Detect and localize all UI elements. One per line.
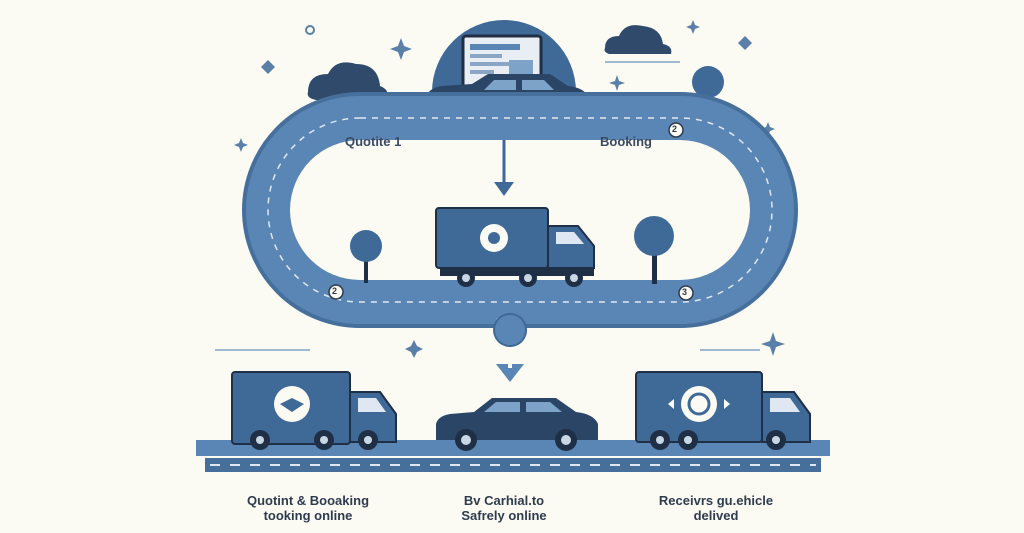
loop-label-booking: Booking	[600, 134, 652, 149]
step-caption-1: Quotint & Booaking tooking online	[208, 493, 408, 523]
truck-icon	[635, 371, 811, 450]
loop-road	[242, 92, 798, 328]
badge-number: 2	[332, 286, 338, 296]
circle-icon	[305, 25, 315, 35]
badge-number: 3	[682, 287, 688, 297]
step-caption-line2: delived	[693, 508, 739, 523]
location-pin-icon	[493, 313, 528, 382]
step-caption-line2: tooking online	[263, 508, 353, 523]
car-icon	[436, 398, 598, 451]
loop-label-quote: Quotite 1	[345, 134, 402, 149]
step-caption-line2: Safrely online	[461, 508, 547, 523]
step-caption-line1: Bv Carhial.to	[463, 493, 545, 508]
arrow-down-icon	[494, 140, 514, 196]
step-badge	[328, 122, 694, 301]
step-caption-2: Bv Carhial.to Safrely online	[404, 493, 604, 523]
tree-icon	[350, 216, 674, 284]
step-caption-3: Receivrs gu.ehicle delived	[616, 493, 816, 523]
truck-icon	[231, 371, 397, 450]
step-caption-line1: Receivrs gu.ehicle	[658, 493, 774, 508]
truck-icon	[435, 207, 595, 287]
step-caption-line1: Quotint & Booaking	[246, 493, 370, 508]
badge-number: 2	[672, 124, 678, 134]
bottom-road	[196, 440, 830, 472]
